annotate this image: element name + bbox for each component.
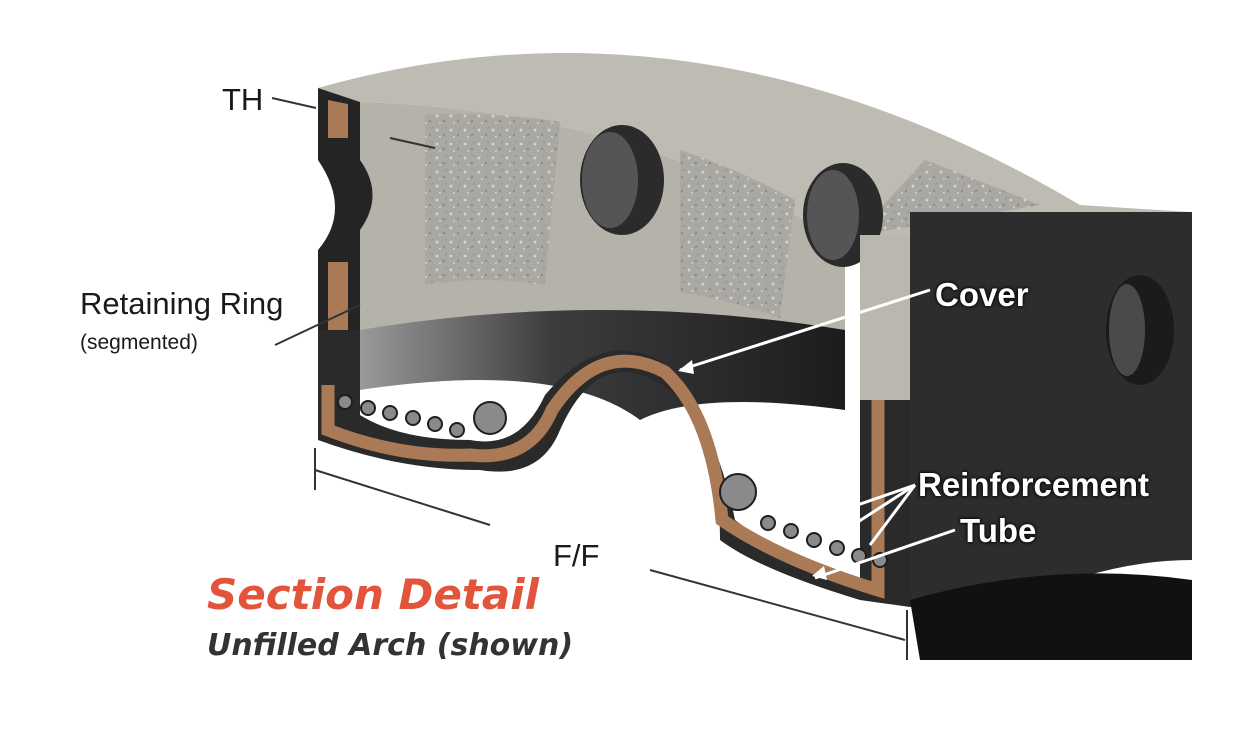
leader-lines bbox=[679, 288, 956, 580]
ring-texture-3 bbox=[860, 160, 1040, 235]
ff-label: F/F bbox=[553, 538, 600, 573]
dark-leader-lines bbox=[271, 97, 908, 660]
section-detail-subtitle: Unfilled Arch (shown) bbox=[207, 628, 574, 663]
retaining-ring-label: Retaining Ring bbox=[80, 286, 284, 321]
reinforcement-label: Reinforcement bbox=[918, 466, 1150, 503]
section-detail-title: Section Detail bbox=[207, 570, 540, 619]
bolt-hole-3-edge bbox=[1109, 284, 1145, 376]
arrow-heads bbox=[678, 360, 827, 580]
segmented-label: (segmented) bbox=[80, 331, 198, 354]
right-flange-block bbox=[910, 212, 1192, 610]
cover-label: Cover bbox=[935, 276, 1029, 313]
bore-underside bbox=[910, 573, 1192, 660]
th-label: TH bbox=[222, 82, 264, 117]
reinforcement-wires bbox=[337, 394, 888, 568]
fabric-reinforcement bbox=[321, 262, 885, 599]
tube-label: Tube bbox=[960, 512, 1037, 549]
right-flange-ring bbox=[860, 235, 910, 400]
bolt-hole-2-edge bbox=[807, 170, 859, 260]
ring-texture-2 bbox=[680, 150, 795, 318]
bolt-hole-1-edge bbox=[582, 132, 638, 228]
ring-texture-1 bbox=[425, 114, 560, 285]
